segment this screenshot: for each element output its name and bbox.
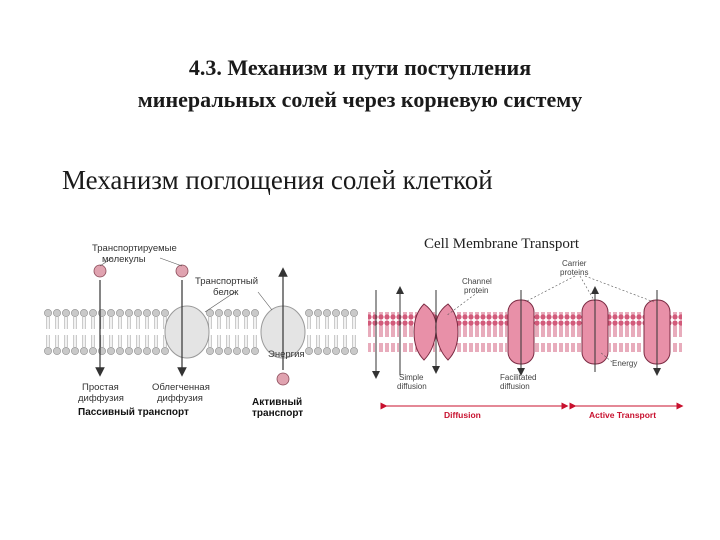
label-facilitated-diffusion: Облегченная	[152, 382, 210, 393]
right-carrier-protein-2	[581, 286, 609, 372]
right-carrier-protein-1	[507, 290, 535, 376]
leader-line	[584, 275, 655, 303]
lipid-head	[242, 309, 250, 317]
lipid-head	[89, 309, 97, 317]
lipid-head	[251, 309, 259, 317]
lipid-head	[80, 347, 88, 355]
lipid-head	[233, 347, 241, 355]
left-molecule-1	[93, 264, 107, 278]
left-membrane-diagram: Транспортируемые молекулы Транспортный б…	[44, 243, 358, 419]
lipid-head	[305, 309, 313, 317]
slide-subtitle: Механизм поглощения солей клеткой	[62, 165, 493, 195]
lipid-head	[107, 309, 115, 317]
title-line-1: 4.3. Механизм и пути поступления	[188, 55, 532, 80]
lipid-head	[350, 309, 358, 317]
lipid-head	[206, 309, 214, 317]
lipid-head	[143, 309, 151, 317]
label-transported-molecules-2: молекулы	[102, 254, 146, 265]
lipid-head	[161, 309, 169, 317]
label-facilitated-diffusion-2: диффузия	[157, 393, 203, 404]
slide-title: 4.3. Механизм и пути поступления минерал…	[0, 52, 720, 116]
lipid-head	[80, 309, 88, 317]
lipid-head	[161, 347, 169, 355]
label-carrier-proteins: Carrier	[562, 259, 587, 268]
lipid-head	[350, 347, 358, 355]
leader-line	[204, 291, 236, 313]
lipid-head	[44, 347, 52, 355]
lipid-head	[323, 309, 331, 317]
lipid-head	[62, 347, 70, 355]
lipid-head	[116, 309, 124, 317]
leader-line	[599, 351, 613, 363]
right-membrane-diagram: Cell Membrane Transport	[368, 236, 684, 420]
lipid-head	[107, 347, 115, 355]
left-molecule-3	[276, 372, 290, 386]
left-molecule-2	[175, 264, 189, 278]
label-carrier-proteins-2: proteins	[560, 268, 588, 277]
left-lipid-bilayer	[44, 309, 358, 355]
lipid-head	[242, 347, 250, 355]
right-channel-protein	[413, 290, 459, 374]
label-active-transport: Активный	[252, 397, 302, 408]
label-channel-protein: Channel	[462, 277, 492, 286]
lipid-head	[332, 309, 340, 317]
label-simple-diffusion: Простая	[82, 382, 119, 393]
lipid-head	[53, 309, 61, 317]
label-transport-protein-2: белок	[213, 287, 239, 298]
lipid-head	[71, 309, 79, 317]
lipid-head	[152, 309, 160, 317]
lipid-head	[62, 309, 70, 317]
label-energy-right: Energy	[612, 359, 637, 368]
lipid-head	[44, 309, 52, 317]
lipid-head	[134, 309, 142, 317]
leader-line	[579, 275, 596, 303]
lipid-head	[152, 347, 160, 355]
label-active-transport-2: транспорт	[252, 408, 303, 419]
lipid-head	[224, 347, 232, 355]
label-passive-transport: Пассивный транспорт	[78, 407, 189, 418]
lipid-head	[323, 347, 331, 355]
left-transport-protein-1	[164, 305, 210, 359]
lipid-head	[125, 347, 133, 355]
lipid-head	[251, 347, 259, 355]
label-transport-protein: Транспортный	[195, 276, 258, 287]
label-channel-protein-2: protein	[464, 286, 488, 295]
label-facilitated-diffusion-en: Facilitated	[500, 373, 536, 382]
lipid-head	[71, 347, 79, 355]
label-diffusion: Diffusion	[444, 410, 481, 420]
lipid-head	[215, 347, 223, 355]
lipid-head	[341, 347, 349, 355]
lipid-head	[233, 309, 241, 317]
lipid-head	[53, 347, 61, 355]
leader-line	[524, 275, 576, 303]
label-energy-left: Энергия	[268, 349, 305, 360]
lipid-head	[215, 309, 223, 317]
title-line-2: минеральных солей через корневую систему	[137, 87, 583, 112]
leader-line	[445, 291, 479, 317]
lipid-head	[314, 309, 322, 317]
lipid-head	[134, 347, 142, 355]
lipid-head	[332, 347, 340, 355]
lipid-head	[116, 347, 124, 355]
label-transported-molecules: Транспортируемые	[92, 243, 177, 254]
lipid-head	[314, 347, 322, 355]
right-diagram-title: Cell Membrane Transport	[424, 236, 580, 252]
label-simple-diffusion-en: Simple	[399, 373, 424, 382]
right-carrier-protein-3	[643, 290, 671, 376]
lipid-head	[224, 309, 232, 317]
lipid-head	[89, 347, 97, 355]
lipid-head	[125, 309, 133, 317]
label-active-transport-en: Active Transport	[589, 410, 656, 420]
leader-line	[99, 257, 113, 267]
lipid-head	[305, 347, 313, 355]
label-facilitated-diffusion-en-2: diffusion	[500, 382, 530, 391]
leader-line	[159, 257, 183, 267]
lipid-head	[341, 309, 349, 317]
leader-line	[257, 291, 273, 311]
lipid-head	[143, 347, 151, 355]
label-simple-diffusion-en-2: diffusion	[397, 382, 427, 391]
label-simple-diffusion-2: диффузия	[78, 393, 124, 404]
lipid-head	[206, 347, 214, 355]
